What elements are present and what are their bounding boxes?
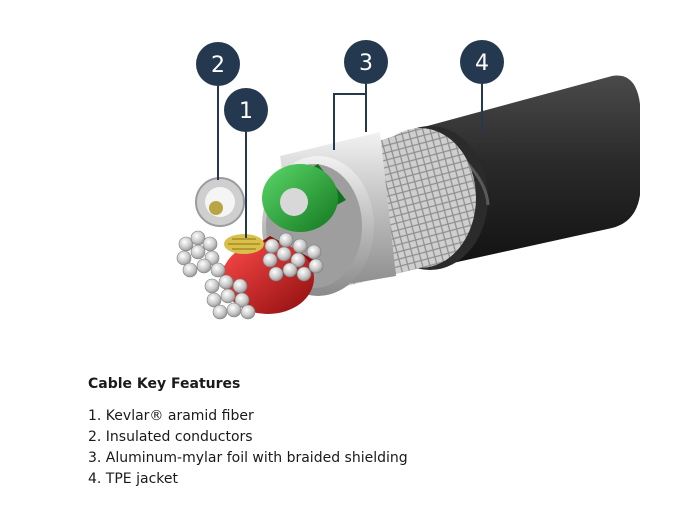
green-insulated-conductor <box>262 164 346 232</box>
stranded-wires-bottom <box>204 274 256 320</box>
callout-2-number: 2 <box>211 53 225 78</box>
callout-1: 1 <box>224 88 268 132</box>
cable-cross-section-diagram: 2 1 3 4 <box>176 40 640 320</box>
stranded-wires-left <box>176 230 226 278</box>
callout-1-number: 1 <box>239 99 253 124</box>
callout-3-number: 3 <box>359 51 373 76</box>
callout-4: 4 <box>460 40 504 84</box>
kevlar-aramid-fiber <box>224 234 264 254</box>
feature-item-conductors: 2. Insulated conductors <box>88 429 253 445</box>
callout-3: 3 <box>344 40 388 84</box>
stranded-wires-right <box>262 232 324 282</box>
features-title: Cable Key Features <box>88 376 241 392</box>
feature-item-shielding: 3. Aluminum-mylar foil with braided shie… <box>88 450 408 466</box>
callout-leaders <box>217 84 483 238</box>
features-list: 1. Kevlar® aramid fiber 2. Insulated con… <box>88 406 648 490</box>
callout-2: 2 <box>196 42 240 86</box>
cable-key-features: Cable Key Features 1. Kevlar® aramid fib… <box>88 374 648 490</box>
small-insulated-conductor <box>195 177 245 227</box>
feature-item-kevlar: 1. Kevlar® aramid fiber <box>88 408 254 424</box>
feature-item-jacket: 4. TPE jacket <box>88 471 178 487</box>
callout-4-number: 4 <box>475 51 489 76</box>
